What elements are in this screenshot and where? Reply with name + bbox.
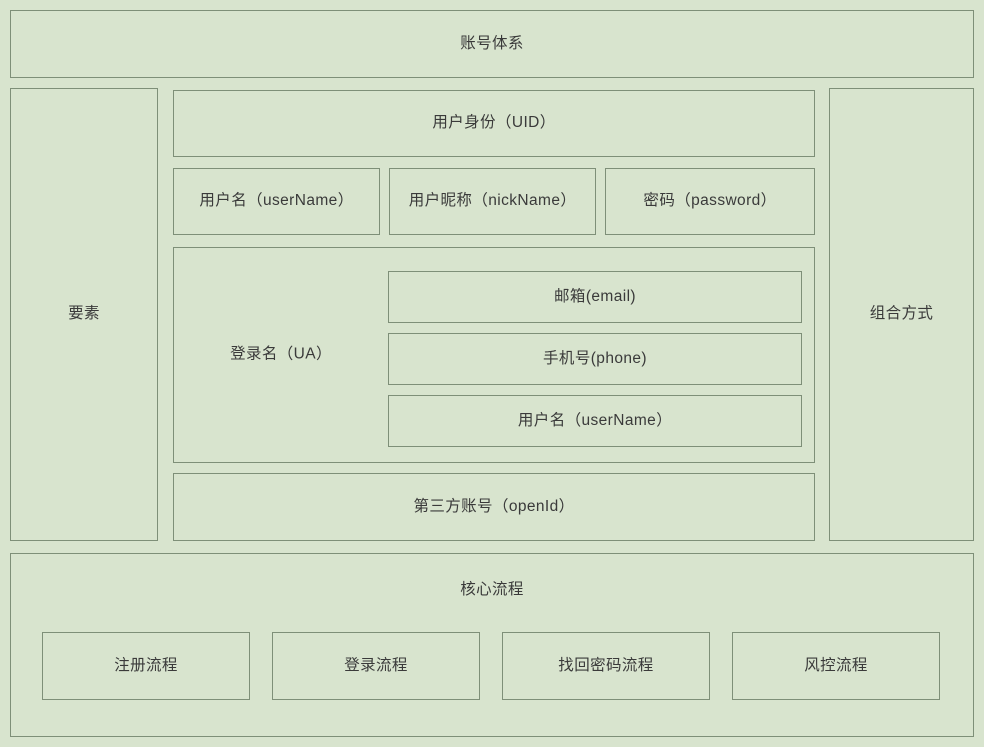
password-label: 密码（password） <box>643 192 777 210</box>
flow-item-register: 注册流程 <box>42 632 250 700</box>
core-flow-title: 核心流程 <box>460 581 524 598</box>
elements-column: 要素 <box>10 88 158 541</box>
flow-item-password-recovery-label: 找回密码流程 <box>558 656 654 674</box>
username-label: 用户名（userName） <box>199 192 354 210</box>
diagram-title-box: 账号体系 <box>10 10 974 78</box>
nickname-label: 用户昵称（nickName） <box>408 192 577 210</box>
username-box: 用户名（userName） <box>173 168 380 235</box>
flow-item-risk-control: 风控流程 <box>732 632 940 700</box>
uid-box: 用户身份（UID） <box>173 90 815 157</box>
combination-column: 组合方式 <box>829 88 974 541</box>
ua-username-label: 用户名（userName） <box>517 411 673 429</box>
openid-label: 第三方账号（openId） <box>413 497 575 515</box>
elements-column-label: 要素 <box>68 305 100 323</box>
flow-item-password-recovery: 找回密码流程 <box>502 632 710 700</box>
email-label: 邮箱(email) <box>554 287 636 305</box>
uid-label: 用户身份（UID） <box>432 114 556 132</box>
combination-column-label: 组合方式 <box>869 305 934 323</box>
phone-label: 手机号(phone) <box>543 349 647 367</box>
flow-item-risk-control-label: 风控流程 <box>804 656 868 674</box>
flow-item-login: 登录流程 <box>272 632 480 700</box>
flow-item-register-label: 注册流程 <box>114 656 178 674</box>
login-name-group: 登录名（UA） 邮箱(email) 手机号(phone) 用户名（userNam… <box>173 247 815 463</box>
core-flow-section: 核心流程 注册流程 登录流程 找回密码流程 风控流程 <box>10 553 974 737</box>
flow-item-login-label: 登录流程 <box>344 656 408 674</box>
phone-box: 手机号(phone) <box>388 333 802 385</box>
login-name-label: 登录名（UA） <box>230 345 332 363</box>
email-box: 邮箱(email) <box>388 271 802 323</box>
ua-username-box: 用户名（userName） <box>388 395 802 447</box>
page-title: 账号体系 <box>460 34 524 52</box>
openid-box: 第三方账号（openId） <box>173 473 815 541</box>
nickname-box: 用户昵称（nickName） <box>389 168 596 235</box>
password-box: 密码（password） <box>605 168 815 235</box>
